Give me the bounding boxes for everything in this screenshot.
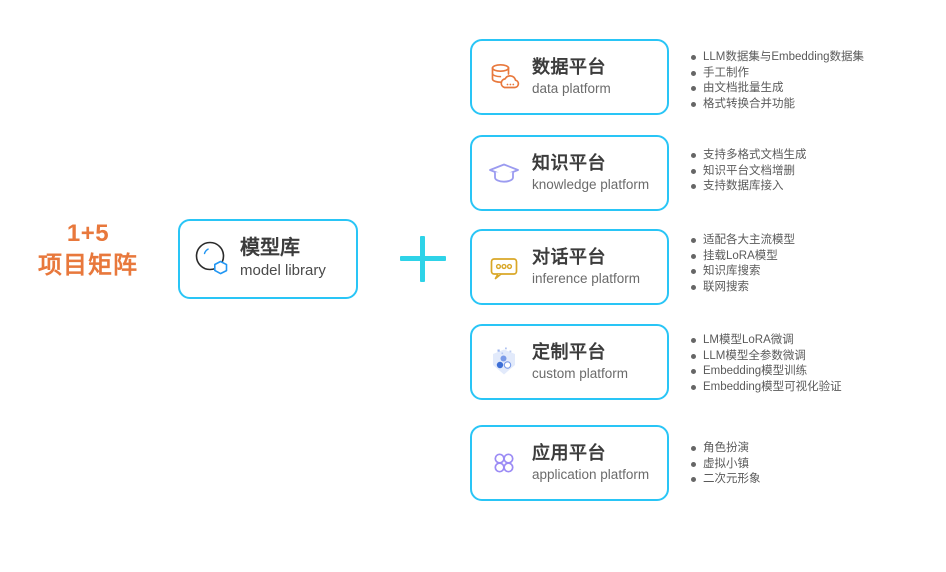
plus-icon-vertical-bar [420, 236, 425, 282]
feature-text: 适配各大主流模型 [703, 234, 795, 246]
platform-title-cn-custom: 定制平台 [532, 341, 606, 362]
feature-text: 二次元形象 [703, 473, 761, 485]
platform-title-en-inference: inference platform [532, 270, 641, 286]
feature-text: 由文档批量生成 [703, 82, 784, 94]
platform-card-application[interactable]: 应用平台 application platform [470, 425, 669, 501]
feature-text: LLM数据集与Embedding数据集 [703, 51, 865, 63]
feature-text: 支持数据库接入 [703, 180, 784, 192]
list-item: 手工制作 [691, 66, 864, 82]
database-cloud-icon [482, 55, 526, 99]
platform-row-application: 应用平台 application platform 角色扮演 虚拟小镇 二次元形… [470, 425, 930, 501]
molecule-shield-icon [482, 340, 526, 384]
bullet-dot-icon [691, 461, 696, 467]
project-matrix-count: 1+5 [66, 220, 110, 247]
list-item: LLM模型全参数微调 [691, 349, 842, 365]
feature-list-data: LLM数据集与Embedding数据集 手工制作 由文档批量生成 格式转换合并功… [691, 39, 864, 112]
platform-card-knowledge[interactable]: 知识平台 knowledge platform [470, 135, 669, 211]
bullet-dot-icon [691, 284, 696, 290]
bullet-dot-icon [691, 101, 696, 107]
platform-card-text-data: 数据平台 data platform [532, 57, 611, 97]
list-item: 知识平台文档增删 [691, 164, 807, 180]
list-item: 二次元形象 [691, 472, 761, 488]
list-item: Embedding模型可视化验证 [691, 380, 842, 396]
feature-text: 角色扮演 [703, 442, 749, 454]
project-matrix-label: 1+5 项目矩阵 [18, 218, 158, 283]
platform-card-data[interactable]: 数据平台 data platform [470, 39, 669, 115]
model-library-icon [190, 236, 236, 282]
bullet-dot-icon [691, 168, 696, 174]
bullet-dot-icon [691, 238, 696, 244]
platform-row-data: 数据平台 data platform LLM数据集与Embedding数据集 手… [470, 39, 930, 115]
bullet-dot-icon [691, 384, 696, 390]
platform-title-en-knowledge: knowledge platform [532, 176, 650, 192]
feature-text: 挂载LoRA模型 [703, 249, 778, 262]
bullet-dot-icon [691, 269, 696, 275]
platform-title-cn-knowledge: 知识平台 [532, 152, 606, 173]
platform-row-custom: 定制平台 custom platform LM模型LoRA微调 LLM模型全参数… [470, 324, 930, 400]
platform-card-inference[interactable]: 对话平台 inference platform [470, 229, 669, 305]
bullet-dot-icon [691, 184, 696, 190]
list-item: 联网搜索 [691, 280, 795, 296]
platform-card-text-application: 应用平台 application platform [532, 443, 649, 483]
bullet-dot-icon [691, 153, 696, 159]
feature-text: 知识库搜索 [703, 265, 761, 277]
graduation-cap-icon [482, 151, 526, 195]
list-item: 格式转换合并功能 [691, 97, 864, 113]
list-item: 角色扮演 [691, 441, 761, 457]
platform-card-text-knowledge: 知识平台 knowledge platform [532, 153, 649, 193]
project-matrix-title: 项目矩阵 [38, 252, 138, 280]
feature-text: 格式转换合并功能 [703, 97, 795, 110]
bullet-dot-icon [691, 338, 696, 344]
platform-title-cn-data: 数据平台 [532, 56, 606, 77]
feature-list-application: 角色扮演 虚拟小镇 二次元形象 [691, 425, 761, 488]
platform-title-en-application: application platform [532, 466, 650, 482]
feature-text: LM模型LoRA微调 [703, 334, 794, 346]
feature-text: LLM模型全参数微调 [703, 349, 806, 362]
platform-card-text-custom: 定制平台 custom platform [532, 342, 628, 382]
platform-row-knowledge: 知识平台 knowledge platform 支持多格式文档生成 知识平台文档… [470, 135, 930, 211]
list-item: 挂载LoRA模型 [691, 249, 795, 265]
bullet-dot-icon [691, 477, 696, 483]
platform-title-en-custom: custom platform [532, 365, 629, 381]
list-item: 支持数据库接入 [691, 179, 807, 195]
bullet-dot-icon [691, 55, 696, 61]
feature-text: Embedding模型训练 [703, 365, 808, 377]
model-library-title-en: model library [240, 262, 326, 280]
feature-text: 联网搜索 [703, 280, 749, 293]
feature-text: 支持多格式文档生成 [703, 149, 807, 161]
bullet-dot-icon [691, 446, 696, 452]
bullet-dot-icon [691, 86, 696, 92]
four-petal-icon [482, 441, 526, 485]
feature-list-knowledge: 支持多格式文档生成 知识平台文档增删 支持数据库接入 [691, 135, 807, 195]
list-item: 知识库搜索 [691, 264, 795, 280]
feature-list-custom: LM模型LoRA微调 LLM模型全参数微调 Embedding模型训练 Embe… [691, 324, 842, 395]
bullet-dot-icon [691, 70, 696, 76]
platform-title-cn-inference: 对话平台 [532, 246, 606, 267]
list-item: 由文档批量生成 [691, 81, 864, 97]
bullet-dot-icon [691, 353, 696, 359]
platform-row-inference: 对话平台 inference platform 适配各大主流模型 挂载LoRA模… [470, 229, 930, 305]
model-library-text: 模型库 model library [240, 237, 326, 281]
chat-bubble-icon [482, 245, 526, 289]
list-item: 支持多格式文档生成 [691, 148, 807, 164]
platform-title-en-data: data platform [532, 80, 611, 96]
bullet-dot-icon [691, 369, 696, 375]
platform-card-custom[interactable]: 定制平台 custom platform [470, 324, 669, 400]
list-item: LM模型LoRA微调 [691, 333, 842, 349]
list-item: LLM数据集与Embedding数据集 [691, 50, 864, 66]
platform-card-text-inference: 对话平台 inference platform [532, 247, 640, 287]
list-item: 虚拟小镇 [691, 457, 761, 473]
feature-text: 虚拟小镇 [703, 457, 749, 470]
model-library-title-cn: 模型库 [240, 237, 300, 260]
feature-text: 知识平台文档增删 [703, 164, 795, 177]
plus-icon [400, 236, 446, 282]
list-item: 适配各大主流模型 [691, 233, 795, 249]
feature-text: 手工制作 [703, 66, 749, 79]
feature-list-inference: 适配各大主流模型 挂载LoRA模型 知识库搜索 联网搜索 [691, 229, 795, 295]
list-item: Embedding模型训练 [691, 364, 842, 380]
platform-title-cn-application: 应用平台 [532, 442, 606, 463]
model-library-card[interactable]: 模型库 model library [178, 219, 358, 299]
bullet-dot-icon [691, 253, 696, 259]
feature-text: Embedding模型可视化验证 [703, 380, 842, 393]
